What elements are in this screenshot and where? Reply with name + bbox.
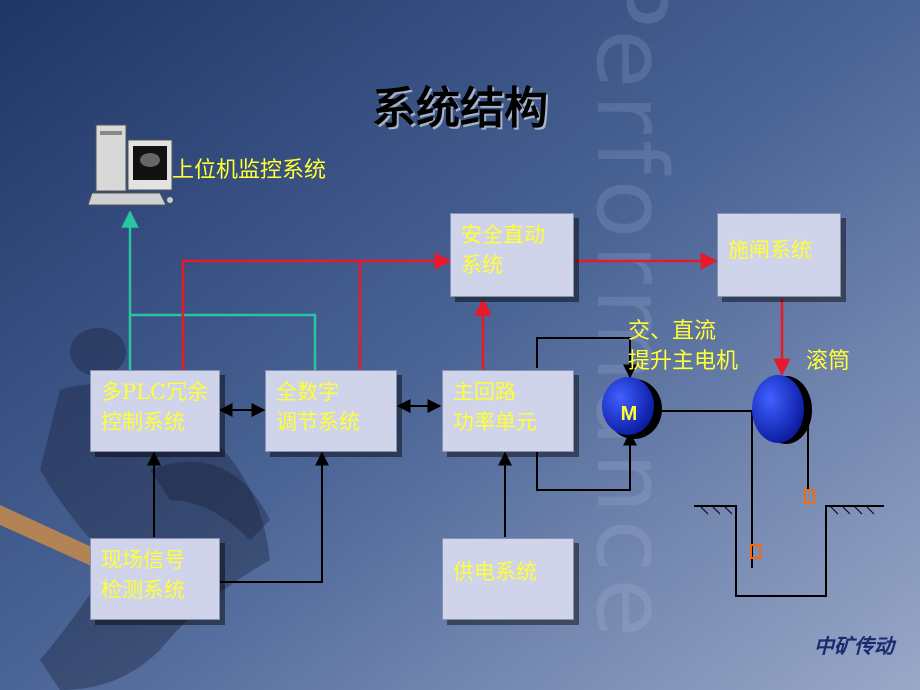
black-connections [147,337,809,583]
plc-redundant-control-box: 多PLC冗余控制系统 [90,370,220,452]
mine-shaft [694,505,884,597]
drum-label: 滚筒 [806,349,851,374]
host-monitor-label: 上位机监控系统 [172,158,327,183]
page-title: 系统结构 [372,83,548,134]
red-connections [181,252,791,376]
motor-symbol: M [621,403,638,425]
main-circuit-power-unit-box: 主回路功率单元 [442,370,574,452]
teal-connections [121,210,317,370]
computer-icon [87,124,173,206]
motor-icon: M [602,377,662,439]
conveyance-marker-right [804,489,815,504]
drum-icon [752,375,812,444]
digital-regulation-box: 全数字调节系统 [265,370,397,452]
motor-type-label: 交、直流提升主电机 [628,319,739,374]
safety-direct-system-box: 安全直动系统 [450,213,574,297]
power-supply-system-box: 供电系统 [442,538,574,620]
field-signal-detection-box: 现场信号检测系统 [90,538,220,620]
brand-logo-text: 中矿传动 [814,634,894,658]
brake-system-box: 施闸系统 [717,213,841,297]
conveyance-marker-left [750,544,761,559]
